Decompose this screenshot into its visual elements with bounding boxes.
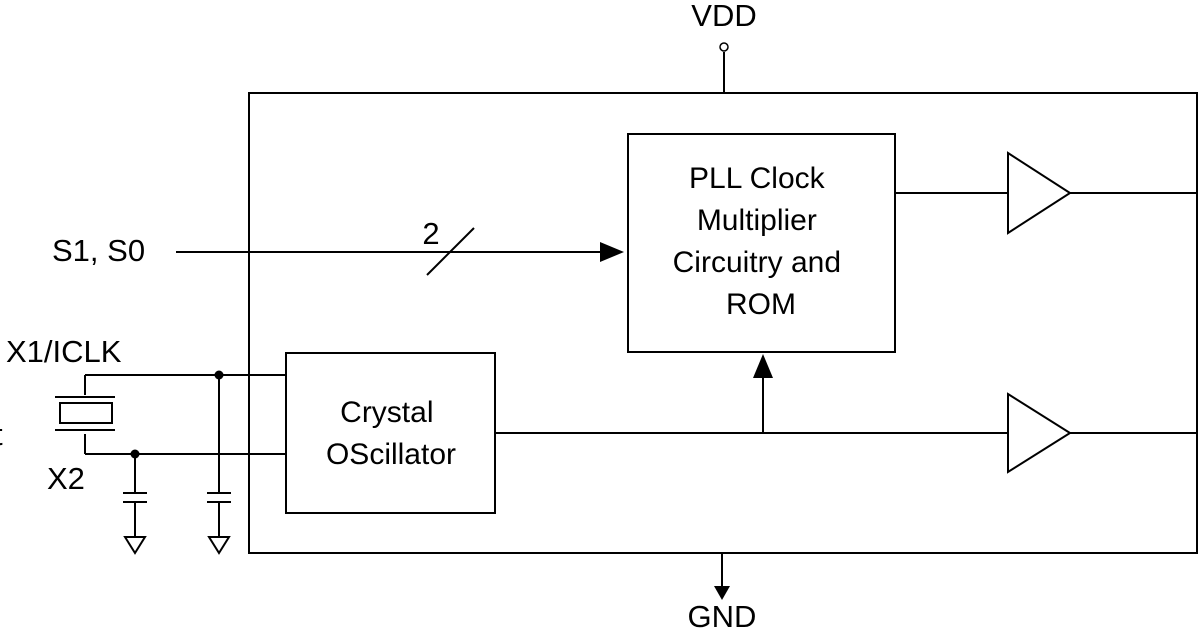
gnd-label: GND	[688, 599, 757, 630]
pll-line-1: PLL Clock	[689, 162, 826, 195]
buffer-triangle-1	[1007, 151, 1072, 235]
crystal-icon	[59, 402, 113, 424]
crystal-circuit: X1/ICLK X2 t	[0, 334, 286, 555]
oscillator-line-2: OScillator	[326, 438, 456, 471]
bus-width-label: 2	[422, 216, 439, 251]
vdd-pin: VDD	[691, 0, 757, 93]
oscillator-block	[285, 352, 496, 514]
x1-label: X1/ICLK	[6, 334, 122, 369]
pll-line-4: ROM	[726, 288, 796, 321]
select-label: S1, S0	[52, 233, 145, 268]
reference-clock-path	[753, 354, 773, 433]
vdd-terminal	[719, 42, 729, 52]
x1-ground-icon	[207, 536, 231, 555]
oscillator-block-label: Crystal OScillator	[326, 396, 456, 471]
output-buffer-2	[495, 392, 1197, 474]
crystal-cut-label: t	[0, 417, 3, 452]
oscillator-line-1: Crystal	[340, 396, 433, 429]
bus-slash	[426, 227, 475, 276]
reference-arrow	[753, 354, 773, 378]
pll-block-label: PLL Clock Multiplier Circuitry and ROM	[673, 162, 850, 321]
output-buffer-1	[895, 151, 1197, 235]
x2-label: X2	[47, 461, 85, 496]
buffer-triangle-2	[1007, 392, 1072, 474]
x2-ground-icon	[123, 536, 147, 555]
pll-line-3: Circuitry and	[673, 246, 841, 279]
gnd-pin: GND	[688, 553, 757, 630]
gnd-arrow	[714, 586, 730, 600]
vdd-label: VDD	[691, 0, 756, 33]
select-arrow	[600, 242, 624, 262]
pll-block	[627, 133, 896, 353]
select-input: S1, S0 2	[52, 216, 624, 276]
pll-line-2: Multiplier	[697, 204, 817, 237]
